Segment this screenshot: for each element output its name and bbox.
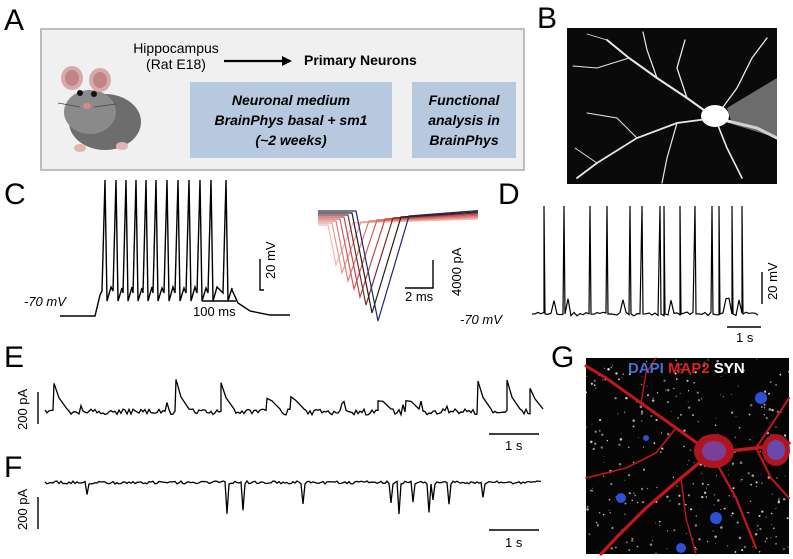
rat-illustration bbox=[57, 66, 141, 152]
panel-d-voltage-scale: 20 mV bbox=[765, 262, 780, 300]
panel-f-time-scale: 1 s bbox=[505, 535, 523, 550]
panel-c-time-scale: 100 ms bbox=[193, 304, 236, 319]
neuron-micrograph bbox=[567, 28, 779, 184]
panel-e-current-scalebar bbox=[37, 392, 39, 424]
panel-c-voltage-scale: 20 mV bbox=[263, 241, 278, 279]
panel-d-time-scalebar bbox=[727, 326, 761, 328]
panel-label-d: D bbox=[498, 178, 520, 211]
panel-e-time-scale: 1 s bbox=[505, 438, 523, 453]
epsc-trace bbox=[44, 379, 544, 417]
stain-legend: DAPI MAP2 SYN bbox=[628, 360, 745, 377]
panel-d-voltage-scalebar bbox=[761, 272, 763, 304]
panel-c-voltage-scalebar bbox=[259, 259, 264, 291]
panel-label-b: B bbox=[537, 2, 558, 35]
stain-dapi: DAPI bbox=[628, 360, 664, 377]
inset-scalebar bbox=[405, 260, 434, 289]
panel-c-time-scalebar bbox=[202, 300, 236, 302]
source-label: Hippocampus (Rat E18) bbox=[133, 40, 219, 72]
spontaneous-firing-trace bbox=[531, 205, 759, 318]
panel-label-g: G bbox=[551, 341, 575, 374]
workflow-schematic: Hippocampus (Rat E18) Primary Neurons Ne… bbox=[40, 28, 525, 171]
panel-label-a: A bbox=[4, 4, 25, 37]
panel-d-time-scale: 1 s bbox=[736, 330, 754, 345]
immunostaining-image bbox=[584, 357, 791, 556]
inset-time-scale: 2 ms bbox=[405, 289, 434, 304]
stain-map2: MAP2 bbox=[668, 360, 710, 377]
sodium-current-traces bbox=[318, 210, 479, 322]
panel-d-resting-potential: -70 mV bbox=[460, 312, 502, 327]
panel-f-current-scalebar bbox=[37, 497, 39, 529]
panel-f-time-scalebar bbox=[489, 529, 539, 531]
functional-box: Functional analysis in BrainPhys bbox=[412, 82, 516, 158]
target-label: Primary Neurons bbox=[304, 52, 417, 68]
stain-syn: SYN bbox=[713, 360, 745, 377]
panel-f-current-scale: 200 pA bbox=[15, 488, 30, 530]
panel-e-current-scale: 200 pA bbox=[15, 388, 30, 430]
panel-c-resting-potential: -70 mV bbox=[24, 294, 66, 309]
medium-box: Neuronal medium BrainPhys basal + sm1 (~… bbox=[190, 82, 392, 158]
panel-e-time-scalebar bbox=[489, 433, 539, 435]
panel-label-f: F bbox=[4, 451, 23, 484]
panel-label-c: C bbox=[4, 178, 26, 211]
action-potential-train bbox=[60, 179, 290, 317]
inset-current-scale: 4000 pA bbox=[449, 247, 464, 296]
arrow-icon bbox=[224, 56, 292, 66]
ipsc-trace bbox=[44, 479, 542, 515]
panel-label-e: E bbox=[4, 341, 25, 374]
